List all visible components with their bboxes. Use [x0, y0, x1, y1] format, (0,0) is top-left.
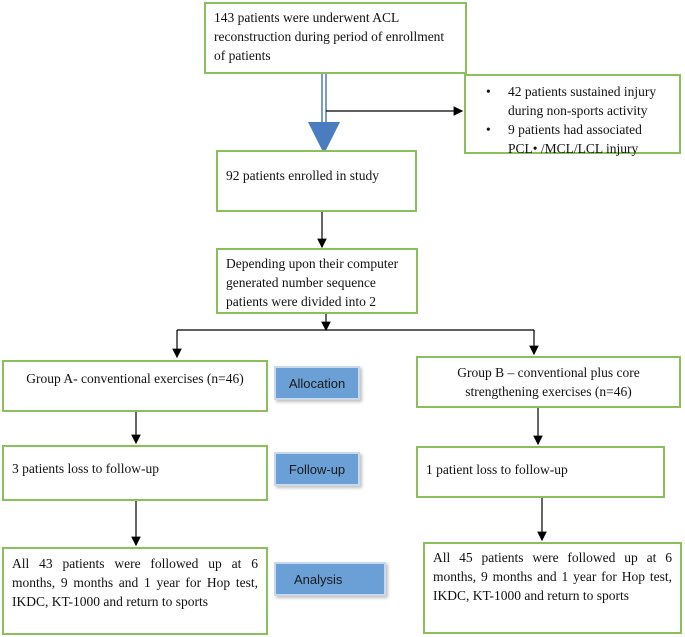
- screening-text: 143 patients were underwent ACL reconstr…: [214, 10, 445, 63]
- stage-analysis-label: Analysis: [294, 571, 343, 587]
- screening-box: 143 patients were underwent ACL reconstr…: [204, 2, 467, 74]
- group-b-text: Group B – conventional plus core strengt…: [457, 365, 640, 399]
- analysis-a-text: All 43 patients were followed up at 6 mo…: [12, 556, 258, 609]
- followup-a-box: 3 patients loss to follow-up: [2, 445, 268, 501]
- group-a-text: Group A- conventional exercises (n=46): [26, 371, 244, 386]
- stage-followup: Follow-up: [274, 452, 360, 486]
- analysis-a-box: All 43 patients were followed up at 6 mo…: [2, 547, 268, 635]
- enrolled-text: 92 patients enrolled in study: [226, 168, 379, 183]
- randomization-box: Depending upon their computer generated …: [216, 248, 418, 314]
- exclusion-list: 42 patients sustained injury during non-…: [474, 82, 671, 158]
- group-b-box: Group B – conventional plus core strengt…: [416, 356, 681, 408]
- stage-analysis: Analysis: [274, 562, 386, 596]
- screening-to-enrolled-arrow: [308, 74, 340, 154]
- stage-allocation-label: Allocation: [288, 375, 346, 391]
- analysis-b-text: All 45 patients were followed up at 6 mo…: [433, 550, 672, 603]
- group-a-box: Group A- conventional exercises (n=46): [2, 360, 268, 412]
- exclusion-item: 9 patients had associated PCL• /MCL/LCL …: [486, 120, 671, 158]
- analysis-b-box: All 45 patients were followed up at 6 mo…: [423, 542, 682, 634]
- randomization-text: Depending upon their computer generated …: [226, 256, 399, 309]
- exclusion-item: 42 patients sustained injury during non-…: [486, 82, 671, 120]
- followup-b-box: 1 patient loss to follow-up: [416, 446, 665, 498]
- followup-a-text: 3 patients loss to follow-up: [12, 461, 159, 476]
- exclusion-box: 42 patients sustained injury during non-…: [464, 74, 681, 156]
- enrolled-box: 92 patients enrolled in study: [216, 150, 417, 212]
- stage-followup-label: Follow-up: [288, 461, 346, 477]
- stage-allocation: Allocation: [274, 366, 360, 400]
- followup-b-text: 1 patient loss to follow-up: [426, 462, 568, 477]
